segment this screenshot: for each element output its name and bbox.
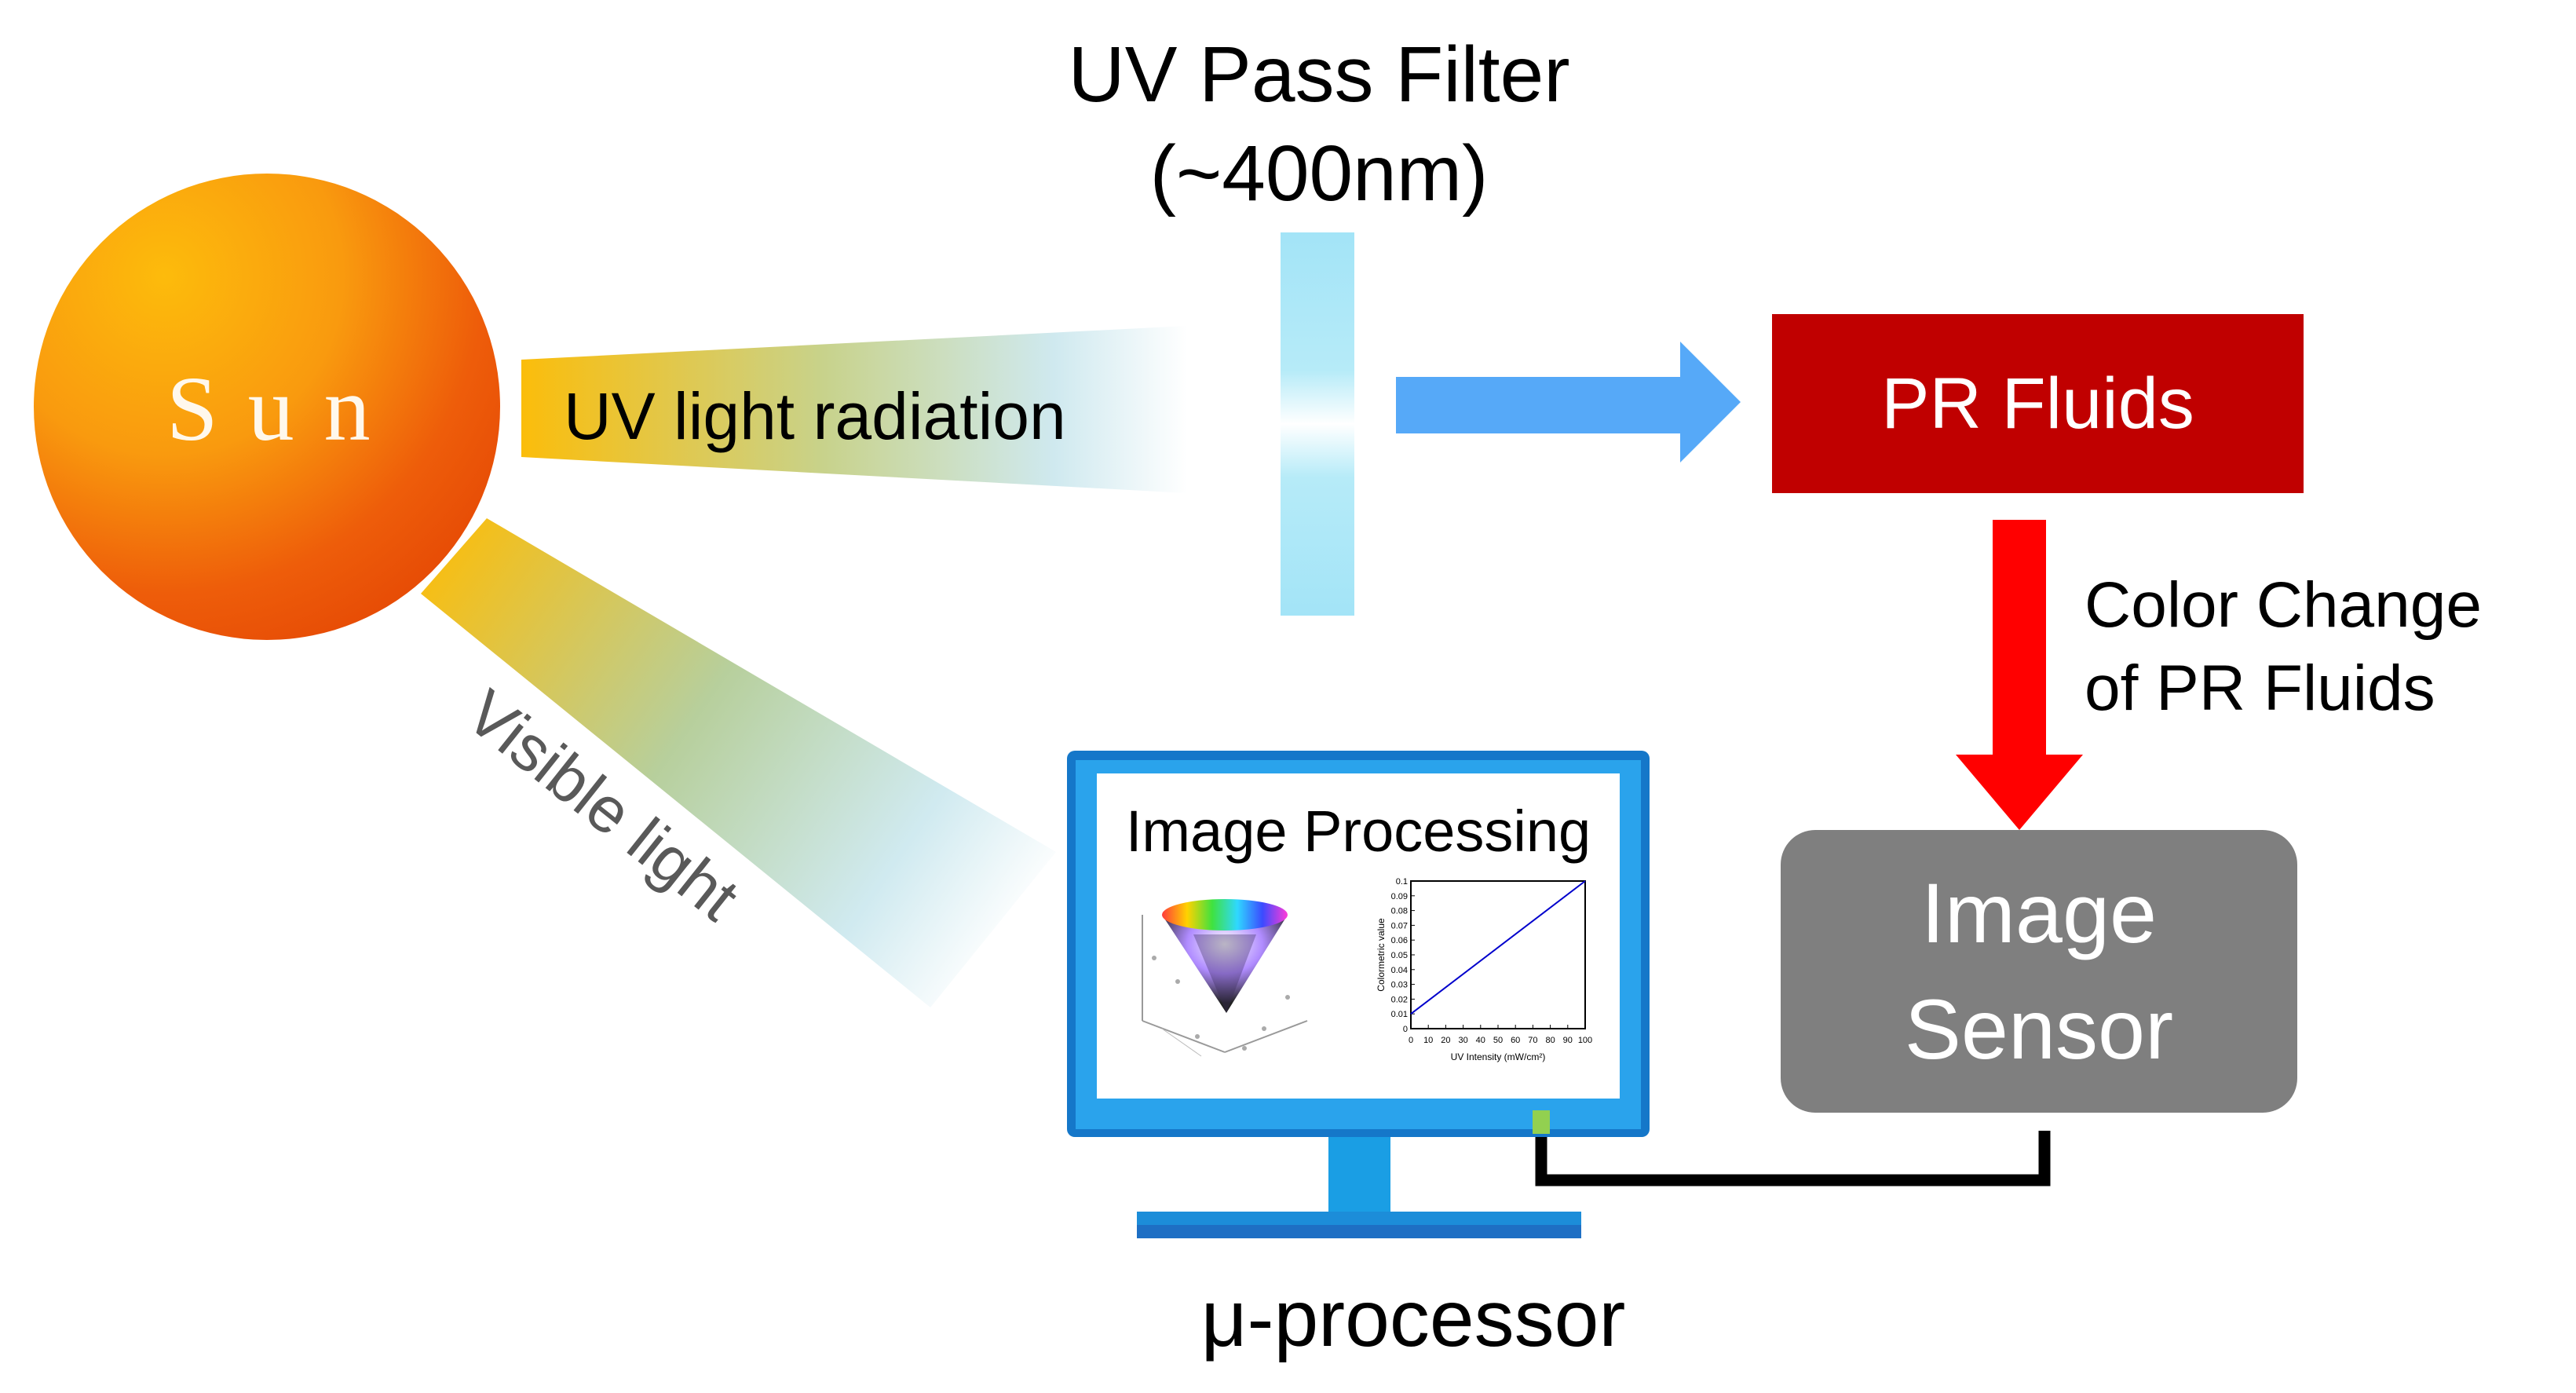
inset-chart-ytick-label: 0.05 <box>1391 951 1408 960</box>
monitor-stand-neck <box>1328 1131 1390 1212</box>
pr-fluids-label: PR Fluids <box>1881 363 2194 444</box>
inset-chart-xtick-label: 80 <box>1545 1036 1555 1045</box>
inset-chart-series-line <box>1410 880 1586 1015</box>
inset-chart-xtick-label: 40 <box>1476 1036 1485 1045</box>
inset-chart-xtick-label: 0 <box>1409 1036 1413 1045</box>
uv-pass-filter-label-line1: UV Pass Filter <box>1068 31 1570 119</box>
color-space-cone-image <box>1142 899 1308 1057</box>
inset-chart-xlabel: UV Intensity (mW/cm²) <box>1451 1051 1546 1062</box>
connection-cable <box>1535 1128 2051 1186</box>
processor-caption: μ-processor <box>1200 1274 1626 1363</box>
image-sensor-box <box>1781 830 2297 1113</box>
uv-pass-filter-label-line2: (~400nm) <box>1149 130 1489 218</box>
monitor-power-light <box>1533 1110 1550 1134</box>
inset-chart: 0 0.01 0.02 0.03 0.04 0.05 0.06 0.07 0.08 0.09 0.1… <box>1376 877 1592 1062</box>
blue-arrow-right <box>1396 342 1741 463</box>
image-sensor-label-line2: Sensor <box>1904 982 2174 1077</box>
inset-chart-xtick-label: 10 <box>1423 1036 1433 1045</box>
color-change-label: Color Change of PR Fluids <box>2085 564 2482 730</box>
inset-chart-ytick-label: 0.09 <box>1391 892 1408 901</box>
inset-chart-ytick-label: 0.08 <box>1391 907 1408 916</box>
inset-chart-ytick-label: 0.01 <box>1391 1010 1408 1019</box>
color-change-label-line2: of PR Fluids <box>2085 653 2435 724</box>
inset-chart-xtick-label: 100 <box>1578 1036 1592 1045</box>
inset-chart-ytick-label: 0 <box>1403 1025 1408 1034</box>
inset-chart-ytick-label: 0.02 <box>1391 995 1408 1004</box>
image-sensor-label-line1: Image <box>1920 865 2158 960</box>
uv-pass-filter <box>1281 232 1354 616</box>
inset-chart-ytick-label: 0.04 <box>1391 966 1408 975</box>
inset-chart-ytick-label: 0.1 <box>1396 877 1408 887</box>
sun-label: Sun <box>166 357 400 460</box>
visible-light-beam <box>421 518 1056 1007</box>
monitor-stand-base-shade <box>1137 1225 1581 1238</box>
image-processing-title: Image Processing <box>1125 799 1591 864</box>
pr-fluids-label-box: PR Fluids <box>1772 314 2304 493</box>
uv-pass-filter-label: UV Pass Filter (~400nm) <box>942 25 1696 223</box>
inset-chart-xtick-label: 90 <box>1563 1036 1573 1045</box>
inset-chart-ytick-label: 0.06 <box>1391 936 1408 945</box>
inset-chart-ytick-label: 0.07 <box>1391 921 1408 930</box>
image-sensor-label-box: Image Sensor <box>1781 830 2297 1113</box>
color-change-label-line1: Color Change <box>2085 569 2482 641</box>
inset-chart-xtick-label: 20 <box>1441 1036 1450 1045</box>
inset-chart-xtick-label: 30 <box>1458 1036 1467 1045</box>
uv-light-beam <box>521 326 1187 493</box>
inset-chart-xtick-label: 70 <box>1528 1036 1537 1045</box>
inset-chart-ytick-label: 0.03 <box>1391 981 1408 990</box>
inset-chart-xtick-label: 60 <box>1511 1036 1520 1045</box>
uv-light-radiation-label: UV light radiation <box>564 379 1066 453</box>
sun <box>34 174 500 640</box>
monitor <box>1067 751 1650 1238</box>
inset-chart-ylabel: Colormetric value <box>1376 918 1387 992</box>
pr-fluids-box <box>1772 314 2304 493</box>
inset-chart-xtick-label: 50 <box>1493 1036 1503 1045</box>
red-arrow-down <box>1956 520 2083 830</box>
